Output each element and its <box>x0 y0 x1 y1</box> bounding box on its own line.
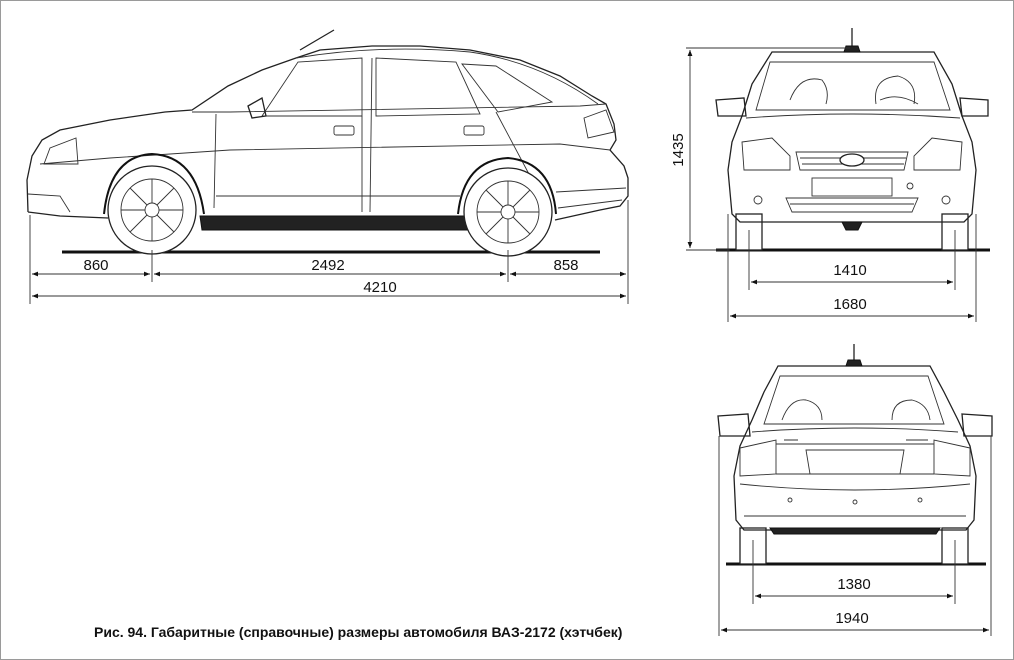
side-roof-line <box>295 48 599 105</box>
front-right-headlight <box>913 137 963 171</box>
side-front-window <box>261 57 363 117</box>
front-right-mirror <box>959 97 989 117</box>
rear-right-mirror <box>961 413 993 437</box>
dim-front-track-label: 1410 <box>833 262 866 279</box>
side-front-handle <box>333 125 355 136</box>
front-hood-line <box>745 113 961 119</box>
front-license-plate <box>811 177 893 197</box>
rear-trunk-line <box>751 427 959 433</box>
side-taillight <box>583 109 615 139</box>
rear-license-plate <box>805 449 905 475</box>
side-view-car <box>26 29 629 257</box>
rear-left-mirror <box>717 413 751 437</box>
front-antenna <box>843 45 861 53</box>
dim-height-label: 1435 <box>670 133 687 166</box>
side-dimensions: 860 2492 858 4210 <box>29 200 629 304</box>
rear-dimensions: 1380 1940 <box>718 436 992 636</box>
front-windshield <box>755 61 951 111</box>
side-rear-wheel <box>463 167 553 257</box>
side-door-lines <box>213 57 531 213</box>
side-rear-bumper <box>555 187 627 209</box>
dim-length-label: 4210 <box>363 279 396 296</box>
dim-front-width-label: 1680 <box>833 296 866 313</box>
dim-rear-track-label: 1380 <box>837 576 870 593</box>
dim-wheelbase-label: 2492 <box>311 257 344 274</box>
front-seats <box>789 75 916 105</box>
front-left-headlight <box>741 137 791 171</box>
front-left-foglight <box>753 195 763 205</box>
rear-body-outline <box>733 365 977 531</box>
rear-view-car <box>717 344 993 566</box>
rear-bumper <box>739 483 971 517</box>
rear-antenna <box>845 359 863 367</box>
side-belt-line <box>192 103 607 113</box>
side-front-wheel-arch <box>103 152 205 215</box>
side-front-wheel <box>107 165 197 255</box>
rear-left-taillight <box>739 439 777 477</box>
front-view-car <box>715 28 990 252</box>
side-body-outline <box>26 45 629 221</box>
front-right-foglight <box>941 195 951 205</box>
front-dimensions: 1435 1410 1680 <box>670 47 977 322</box>
front-lower-grille <box>785 197 919 213</box>
rear-right-taillight <box>933 439 971 477</box>
rear-headrests <box>781 399 931 421</box>
dim-rear-width-label: 1940 <box>835 610 868 627</box>
front-left-mirror <box>715 97 747 117</box>
front-steering-wheel <box>879 96 919 105</box>
rear-window <box>763 375 945 425</box>
dim-front-overhang-label: 860 <box>83 257 108 274</box>
dim-rear-overhang-label: 858 <box>553 257 578 274</box>
side-character-line <box>39 143 611 165</box>
front-grille <box>795 151 909 171</box>
front-body-outline <box>727 51 977 223</box>
side-rear-handle <box>463 125 485 136</box>
side-front-bumper <box>27 193 71 213</box>
side-antenna <box>299 29 335 51</box>
side-rear-wheel-arch <box>457 156 557 215</box>
side-mirror <box>247 96 267 119</box>
side-sill-shadow <box>199 215 471 231</box>
front-badge-icon <box>839 153 865 167</box>
side-quarter-window <box>461 63 554 113</box>
figure-caption: Рис. 94. Габаритные (справочные) размеры… <box>94 624 622 640</box>
side-rear-window <box>375 57 481 117</box>
side-headlight <box>43 137 79 165</box>
